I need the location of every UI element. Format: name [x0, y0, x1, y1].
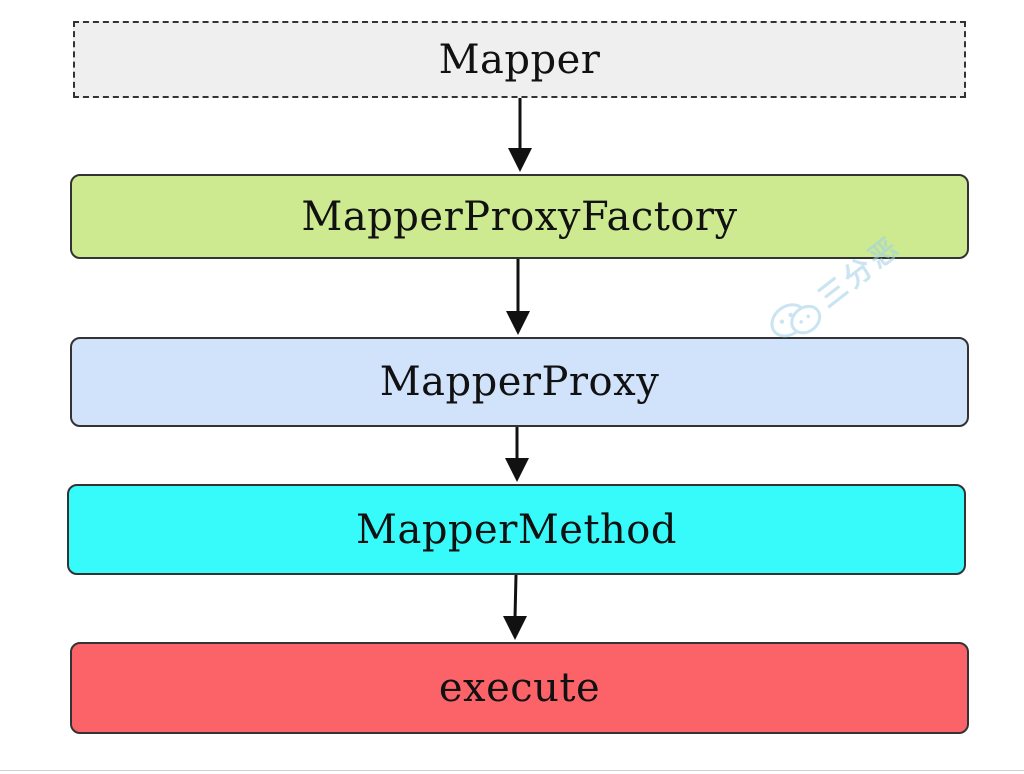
bottom-divider — [0, 770, 1024, 771]
node-mapper-label: Mapper — [438, 36, 601, 83]
node-mapper-proxy: MapperProxy — [70, 337, 969, 427]
arrowhead-proxy-to-method — [505, 458, 529, 482]
node-mapper: Mapper — [73, 21, 966, 98]
node-mapper-method-label: MapperMethod — [356, 506, 677, 553]
node-mapper-proxy-factory: MapperProxyFactory — [70, 174, 969, 259]
node-mapper-proxy-factory-label: MapperProxyFactory — [301, 193, 738, 240]
edge-method-to-execute — [513, 574, 518, 619]
node-mapper-proxy-label: MapperProxy — [379, 359, 660, 405]
arrowhead-mapper-to-factory — [508, 148, 532, 172]
arrowhead-method-to-execute — [503, 616, 527, 640]
node-execute-label: execute — [438, 665, 601, 711]
wechat-icon — [770, 303, 822, 338]
node-mapper-method: MapperMethod — [67, 484, 966, 575]
node-execute: execute — [70, 642, 969, 734]
watermark: 三分恶 — [751, 187, 950, 367]
arrowhead-factory-to-proxy — [506, 311, 530, 335]
